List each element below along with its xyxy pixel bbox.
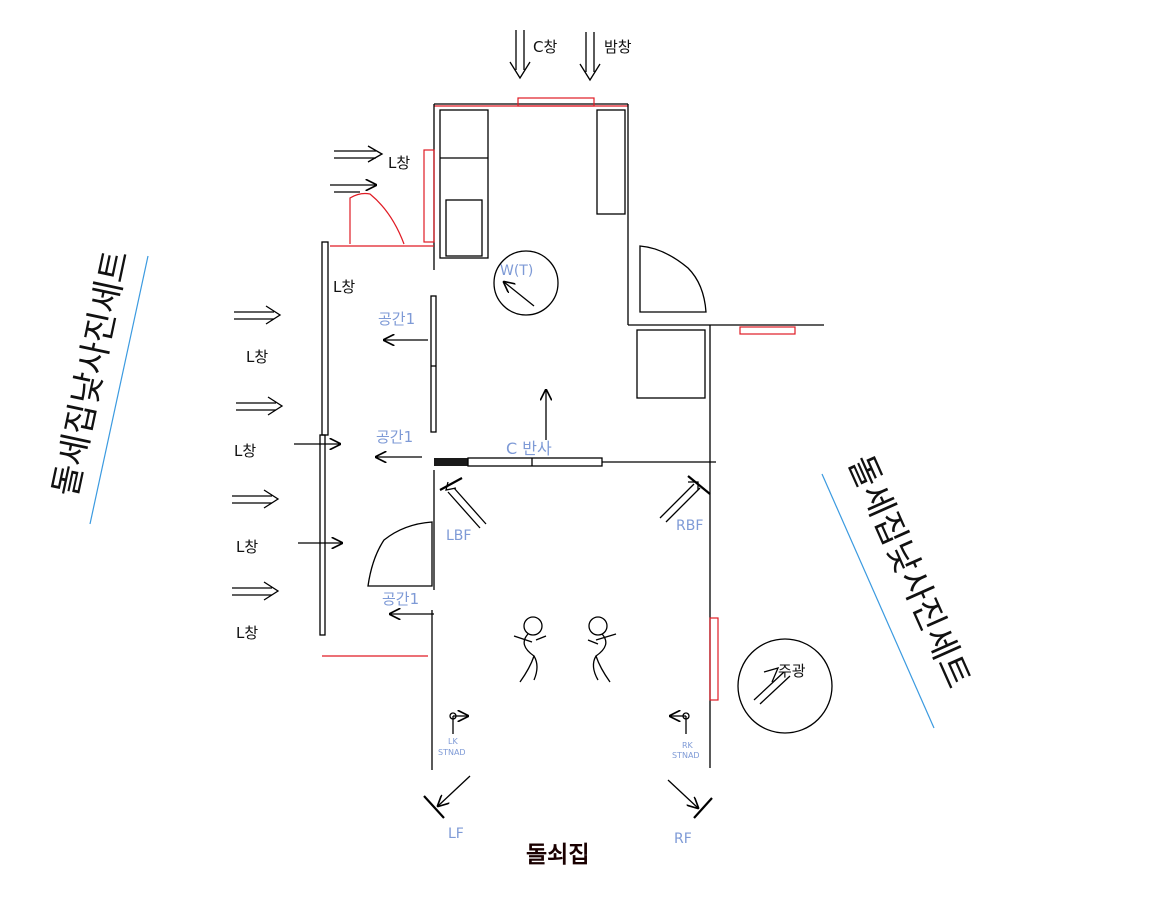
upper-door-swing: [330, 192, 434, 247]
bottom-title: 돌쇠집: [526, 842, 589, 868]
space1-label-middle: 공간1: [376, 428, 413, 446]
right-stand-top: RK: [682, 741, 694, 750]
l-window-label-3: L창: [236, 538, 258, 556]
right-back-light: [659, 475, 711, 523]
right-back-light-label: RBF: [676, 518, 703, 534]
right-side-line: [821, 473, 935, 729]
l-window-label-1: L창: [246, 348, 268, 366]
l-window-arrow-3: [232, 489, 342, 543]
right-stand: [670, 713, 690, 734]
left-back-light-label: LBF: [446, 528, 471, 544]
top-wall: [434, 97, 628, 107]
night-window-label: 밤창: [604, 38, 632, 56]
right-side-title: 돌세집낮사진세트: [840, 449, 978, 694]
lower-door-swing: [367, 521, 433, 587]
w-light-circle: [493, 250, 559, 316]
inner-partition: [430, 295, 437, 770]
corridor-l-window-label: L창: [333, 278, 355, 296]
l-window-arrow-4: [232, 581, 280, 601]
left-upper-window: [423, 149, 435, 243]
upper-l-window-arrows: [330, 145, 384, 193]
night-window-light-arrow: [579, 32, 601, 82]
left-back-light: [439, 477, 487, 529]
left-front-light: [423, 775, 471, 819]
w-light-label: W(T): [500, 263, 533, 279]
left-stand: [449, 713, 468, 734]
cabinet-right: [596, 109, 626, 215]
l-window-label-2: L창: [234, 442, 256, 460]
key-light-circle: [737, 638, 833, 734]
left-side-line: [89, 255, 149, 525]
right-wall: [628, 324, 824, 768]
l-window-arrow-2: [236, 396, 340, 444]
space1-label-upper: 공간1: [378, 310, 415, 328]
left-front-light-label: LF: [448, 826, 464, 842]
l-window-arrow-1: [234, 305, 282, 325]
right-window: [739, 326, 796, 335]
left-stand-bottom: STNAD: [438, 748, 466, 757]
space1-label-lower: 공간1: [382, 590, 419, 608]
actor-right: [587, 616, 617, 683]
c-reflect-label: C 반사: [506, 439, 552, 458]
c-window-label: C창: [533, 38, 557, 56]
right-front-light: [667, 779, 713, 819]
l-window-label-4: L창: [236, 624, 258, 642]
right-cabinet: [636, 329, 706, 399]
left-corridor-wall: [319, 241, 428, 657]
upper-l-window-label: L창: [388, 154, 410, 172]
key-light-label: 주광: [778, 662, 806, 680]
right-stand-bottom: STNAD: [672, 751, 700, 760]
top-window: [517, 97, 595, 107]
actor-left: [513, 616, 547, 683]
right-front-light-label: RF: [674, 831, 692, 847]
left-stand-top: LK: [448, 737, 458, 746]
c-window-light-arrow: [509, 30, 531, 80]
right-door-swing: [639, 245, 707, 313]
cabinet-left: [439, 109, 489, 259]
right-lower-window: [709, 617, 719, 701]
middle-divider: [434, 457, 716, 467]
